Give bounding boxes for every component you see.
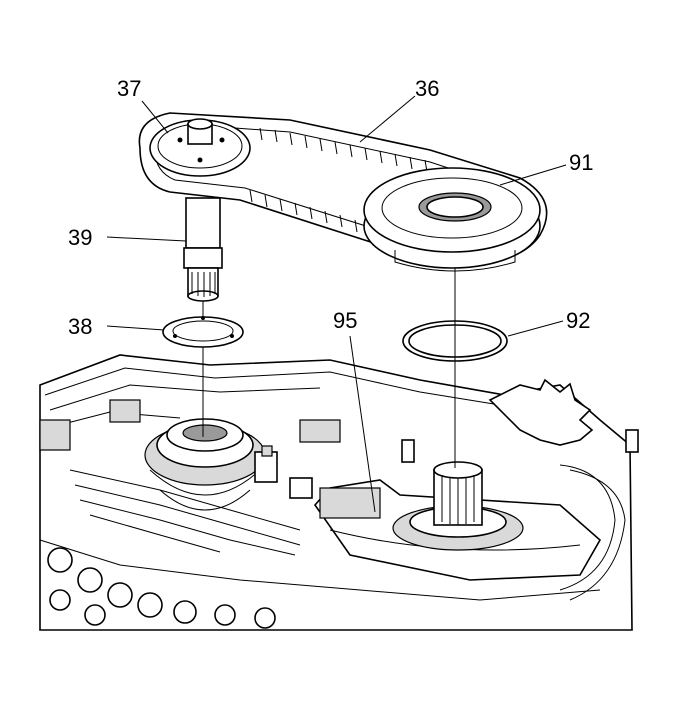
detent-bracket (488, 378, 594, 446)
leader-lines (106, 95, 567, 513)
callout-95: 95 (333, 308, 357, 333)
seal-38 (162, 316, 244, 348)
case-actuator (254, 445, 313, 499)
drive-shaft-39 (183, 197, 223, 302)
driven-sprocket-91 (363, 167, 541, 272)
callout-91: 91 (569, 150, 593, 175)
drive-sprocket-bore (144, 418, 266, 511)
callout-37: 37 (117, 76, 141, 101)
drive-sprocket-37 (149, 118, 251, 177)
callout-92: 92 (566, 308, 590, 333)
thrust-ring-92 (402, 320, 508, 362)
case-bolt-bosses (47, 547, 276, 629)
callout-36: 36 (415, 76, 439, 101)
callout-38: 38 (68, 314, 92, 339)
driven-hub (392, 461, 524, 551)
callout-39: 39 (68, 225, 92, 250)
